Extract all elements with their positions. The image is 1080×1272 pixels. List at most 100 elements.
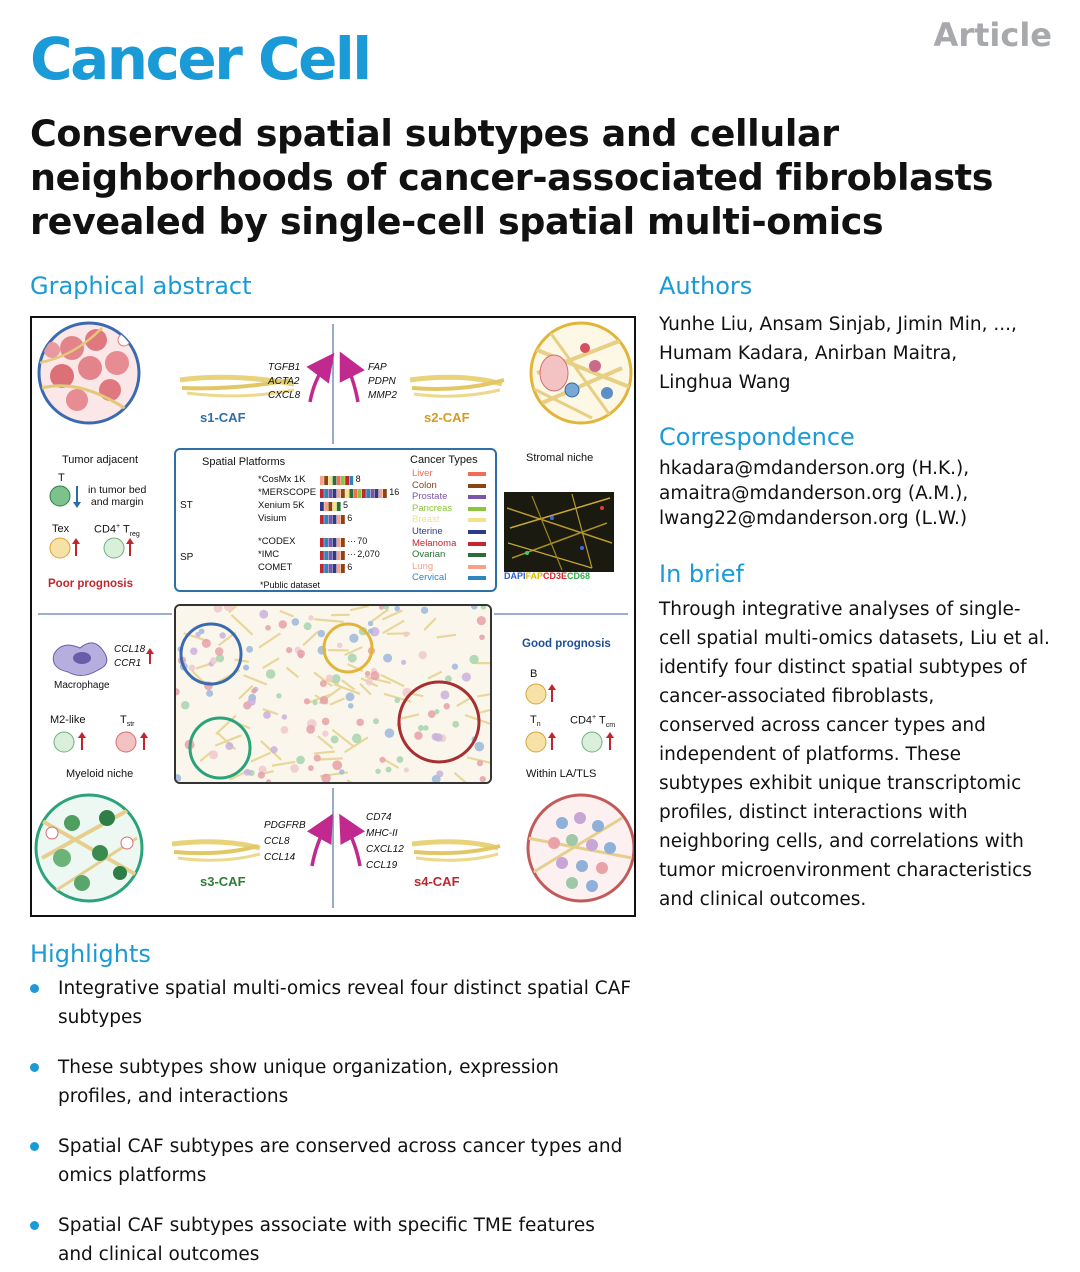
article-type-label: Article <box>933 16 1052 54</box>
tstr-label: Tstr <box>120 714 135 728</box>
platform-count: 8 <box>355 474 361 484</box>
fibroblast-strand <box>331 728 354 747</box>
tissue-cell <box>476 760 484 767</box>
platform-bar-segment <box>341 564 345 573</box>
tissue-cell <box>364 670 371 677</box>
tissue-cell <box>319 680 327 688</box>
platform-bar-segment <box>324 551 328 560</box>
tissue-cell <box>347 653 357 663</box>
fibroblast-strand <box>319 757 343 761</box>
tissue-cell <box>321 717 330 726</box>
platform-bar-segment <box>328 515 333 524</box>
t-cell-label: T <box>58 472 65 484</box>
in-brief-line: cell spatial multi-omics datasets, Liu e… <box>659 628 1050 649</box>
s1-caf-label: s1-CAF <box>200 410 246 425</box>
correspondence-email[interactable]: hkadara@mdanderson.org (H.K.), <box>659 458 970 479</box>
tissue-cell <box>303 622 312 631</box>
tissue-cell <box>251 688 257 694</box>
fibroblast-strand <box>307 693 332 704</box>
s2-gene: FAP <box>368 362 387 373</box>
tissue-cell <box>370 671 380 681</box>
s2-gene: MMP2 <box>368 390 397 401</box>
tissue-artwork <box>176 606 490 782</box>
stain-legend: DAPIFAPCD3ECD68 <box>504 571 590 581</box>
cancer-color-swatch <box>468 553 486 558</box>
cancer-color-swatch <box>468 576 486 581</box>
platform-bar-segment <box>332 551 337 560</box>
highlight-line: and clinical outcomes <box>58 1244 260 1265</box>
quadrant-dividers <box>38 324 628 908</box>
highlight-line: Integrative spatial multi-omics reveal f… <box>58 978 631 999</box>
cancer-type-item: Pancreas <box>412 503 486 514</box>
tissue-cell <box>479 634 485 641</box>
s4-gene: CD74 <box>366 812 392 823</box>
highlight-item: These subtypes show unique organization,… <box>30 1053 650 1111</box>
cancer-color-swatch <box>468 483 486 488</box>
bullet-dot <box>30 1063 39 1072</box>
platform-bar-segment <box>332 489 337 498</box>
in-brief-line: tumor microenvironment characteristics <box>659 860 1032 881</box>
platform-bar-segment <box>328 564 333 573</box>
platforms-panel: Spatial Platforms Cancer Types ST SP *Co… <box>174 448 497 592</box>
fibroblast-strand <box>380 673 405 688</box>
tissue-cell <box>317 629 326 638</box>
cancer-color-swatch <box>468 564 486 569</box>
in-brief-heading: In brief <box>659 560 744 588</box>
in-brief-line: and clinical outcomes. <box>659 889 867 910</box>
tissue-cell <box>367 628 374 634</box>
fibroblast-strand <box>250 751 272 763</box>
fibroblast-strand <box>238 684 254 700</box>
in-brief-line: subtypes exhibit unique transcriptomic <box>659 773 1022 794</box>
fibroblast-strand <box>477 693 490 698</box>
platform-name: Xenium 5K <box>258 500 305 511</box>
authors-line: Humam Kadara, Anirban Maitra, <box>659 343 958 364</box>
tissue-cell <box>278 620 287 629</box>
platform-bar-segment <box>324 476 328 485</box>
tissue-cell <box>281 714 288 720</box>
in-brief-text: Through integrative analyses of single- … <box>659 595 1050 914</box>
tumor-adjacent-circle <box>37 321 141 425</box>
fibroblast-strand <box>381 609 403 621</box>
bar-ellipsis: ··· <box>347 549 357 559</box>
cd4-text: CD4 <box>570 714 593 727</box>
cancer-color-swatch <box>468 472 486 476</box>
fibroblast-strand <box>477 708 490 715</box>
tissue-cell <box>385 766 392 773</box>
t-cell-arrow <box>49 485 81 508</box>
tissue-cell <box>257 771 265 779</box>
footnote-text: Public dataset <box>263 580 321 590</box>
s2-caf-fibroblast <box>339 351 505 403</box>
cancer-color-swatch <box>468 530 486 534</box>
platform-bar-segment <box>332 476 337 485</box>
tissue-cell <box>373 718 379 725</box>
fibroblast-strand <box>344 645 363 657</box>
in-brief-line: neighboring cells, and correlations with <box>659 831 1024 852</box>
fibroblast-strand <box>341 679 356 691</box>
tissue-cell <box>417 724 424 731</box>
correspondence-email[interactable]: amaitra@mdanderson.org (A.M.), <box>659 483 969 504</box>
tissue-cell <box>213 606 223 613</box>
tstr-text: T <box>120 714 127 726</box>
platform-bar-segment <box>341 551 345 560</box>
tissue-cell <box>345 692 355 702</box>
tissue-cell <box>219 632 226 639</box>
highlight-item: Spatial CAF subtypes are conserved acros… <box>30 1132 650 1190</box>
tissue-cell <box>383 653 393 663</box>
treg-cell <box>103 537 134 559</box>
platform-bar-segment <box>320 476 324 485</box>
tissue-cell <box>208 750 219 760</box>
tissue-cell <box>367 620 374 627</box>
tissue-cell <box>461 672 471 682</box>
tissue-cell <box>384 728 395 738</box>
footnote-star: * <box>260 580 264 590</box>
in-brief-line: cancer-associated fibroblasts, <box>659 686 935 707</box>
b-cell-label: B <box>530 668 538 680</box>
correspondence-email[interactable]: lwang22@mdanderson.org (L.W.) <box>659 508 968 529</box>
cd4-text: CD4 <box>94 523 117 536</box>
platform-bar-segment <box>362 489 366 498</box>
stain-fap: FAP <box>525 571 544 581</box>
tissue-cell <box>319 696 329 705</box>
platform-bar-segment <box>320 551 324 560</box>
fibroblast-strand <box>243 674 268 686</box>
fibroblast-strand <box>215 714 237 736</box>
